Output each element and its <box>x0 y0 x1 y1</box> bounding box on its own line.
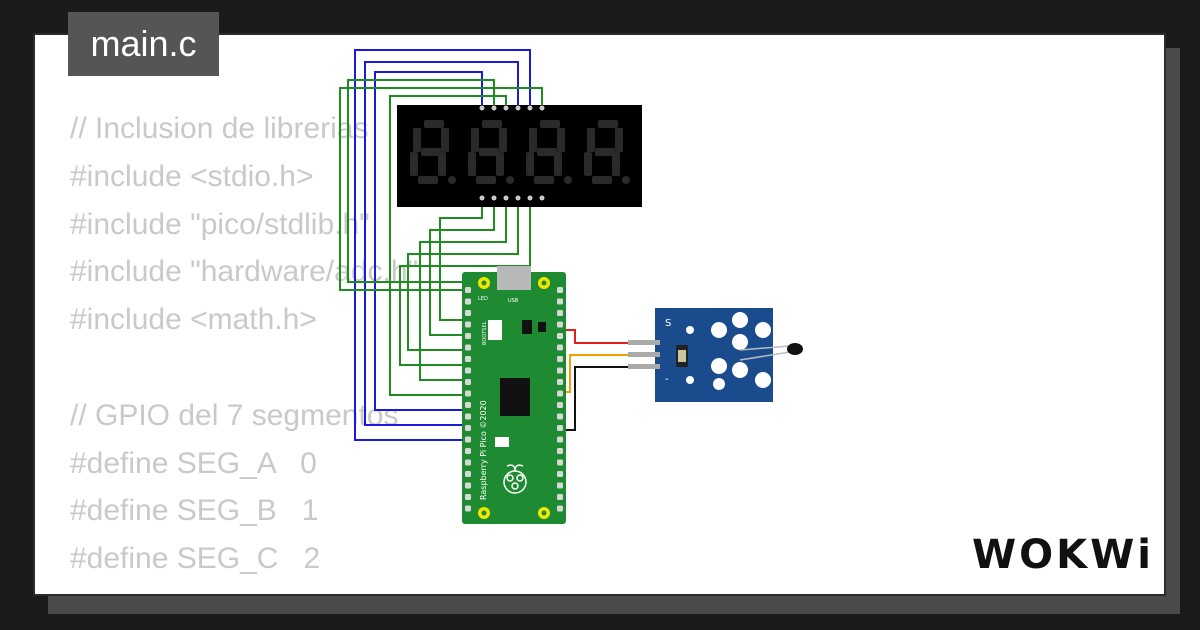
segment <box>421 148 441 156</box>
decimal-point <box>506 176 514 184</box>
gpio-pin[interactable] <box>557 448 563 454</box>
gpio-pin[interactable] <box>465 482 471 489</box>
gpio-pin[interactable] <box>557 459 563 466</box>
gpio-pin[interactable] <box>557 321 563 328</box>
segment <box>526 152 534 176</box>
ground-label: - <box>665 374 669 385</box>
code-preview: // Inclusion de librerias #include <stdio… <box>70 105 419 594</box>
segment <box>468 152 476 176</box>
pico-board[interactable]: LED USB BOOTSEL Raspberry Pi Pico ©2020 <box>462 266 566 524</box>
segment <box>424 120 444 128</box>
bootsel-label: BOOTSEL <box>482 321 488 345</box>
segment <box>441 128 449 152</box>
segment <box>471 128 479 152</box>
gpio-pin[interactable] <box>465 310 471 316</box>
segment <box>529 128 537 152</box>
segment <box>410 152 418 176</box>
segment <box>557 128 565 152</box>
code-line: #define SEG_B 1 <box>70 494 319 528</box>
led-label: LED <box>478 296 488 302</box>
gpio-pin[interactable] <box>465 448 471 454</box>
decimal-point <box>622 176 630 184</box>
gpio-pin[interactable] <box>465 436 471 443</box>
raspberry-logo-icon <box>503 464 527 494</box>
gpio-pin[interactable] <box>465 333 471 339</box>
gpio-pin[interactable] <box>557 367 563 374</box>
segment <box>584 152 592 176</box>
seven-segment-display[interactable] <box>397 105 642 207</box>
segment <box>413 128 421 152</box>
gpio-pin[interactable] <box>465 367 471 374</box>
gpio-pin[interactable] <box>557 356 563 362</box>
segment <box>537 148 557 156</box>
file-tab[interactable]: main.c <box>68 12 219 76</box>
code-line: #define SEG_C 2 <box>70 542 321 576</box>
gpio-pin[interactable] <box>557 494 563 500</box>
file-tab-label: main.c <box>90 23 197 64</box>
code-line: // Inclusion de librerias <box>70 112 369 145</box>
gpio-pin[interactable] <box>557 390 563 397</box>
gpio-pin[interactable] <box>465 402 471 408</box>
segment <box>476 176 496 184</box>
code-line: #define SEG_A 0 <box>70 446 317 480</box>
gpio-pin[interactable] <box>465 471 471 477</box>
gpio-pin[interactable] <box>465 459 471 466</box>
temperature-sensor-module[interactable]: S - <box>628 308 803 402</box>
gpio-pin[interactable] <box>557 436 563 443</box>
gpio-pin[interactable] <box>557 413 563 420</box>
segment <box>479 148 499 156</box>
gpio-pin[interactable] <box>465 344 471 351</box>
segment <box>499 128 507 152</box>
gpio-pin[interactable] <box>557 379 563 385</box>
code-line: #include <math.h> <box>70 303 317 337</box>
segment <box>554 152 562 176</box>
segment <box>534 176 554 184</box>
gpio-pin[interactable] <box>557 471 563 477</box>
pico-silkscreen: Raspberry Pi Pico ©2020 <box>479 400 488 500</box>
gpio-pin[interactable] <box>557 310 563 316</box>
usb-label: USB <box>508 298 519 304</box>
gpio-pin[interactable] <box>557 333 563 339</box>
gpio-pin[interactable] <box>465 298 471 305</box>
segment <box>418 176 438 184</box>
wires-blue <box>354 49 531 441</box>
gpio-pin[interactable] <box>465 379 471 385</box>
segment <box>438 152 446 176</box>
decimal-point <box>564 176 572 184</box>
code-line: #include "hardware/adc.h" <box>70 255 419 289</box>
segment <box>587 128 595 152</box>
segment <box>595 148 615 156</box>
wires-green <box>339 79 543 396</box>
gpio-pin[interactable] <box>557 344 563 351</box>
gpio-pin[interactable] <box>557 287 563 293</box>
gpio-pin[interactable] <box>465 356 471 362</box>
segment <box>482 120 502 128</box>
gpio-pin[interactable] <box>557 425 563 431</box>
gpio-pin[interactable] <box>557 402 563 408</box>
decimal-point <box>448 176 456 184</box>
gpio-pin[interactable] <box>465 425 471 431</box>
gpio-pin[interactable] <box>465 505 471 512</box>
segment <box>540 120 560 128</box>
gpio-pin[interactable] <box>557 298 563 305</box>
segment <box>496 152 504 176</box>
code-line: #include <stdio.h> <box>70 159 314 193</box>
gpio-pin[interactable] <box>465 494 471 500</box>
code-line: #define SEG_D 3 <box>70 583 418 594</box>
signal-label: S <box>665 318 671 329</box>
gpio-pin[interactable] <box>465 390 471 397</box>
gpio-pin[interactable] <box>465 321 471 328</box>
gpio-pin[interactable] <box>557 482 563 489</box>
segment <box>592 176 612 184</box>
gpio-pin[interactable] <box>465 287 471 293</box>
segment <box>612 152 620 176</box>
gpio-pin[interactable] <box>557 505 563 512</box>
gpio-pin[interactable] <box>465 413 471 420</box>
segment <box>598 120 618 128</box>
wokwi-logo: WOKWi <box>972 532 1154 578</box>
segment <box>615 128 623 152</box>
